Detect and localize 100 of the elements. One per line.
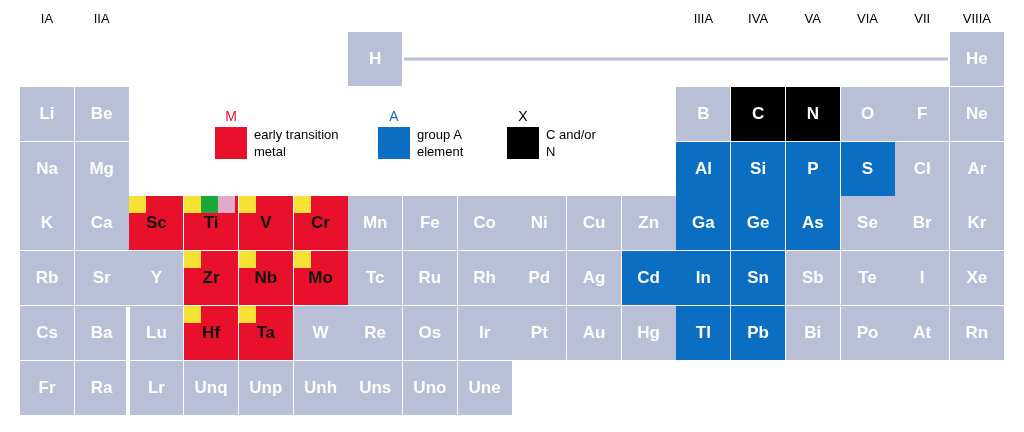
element-symbol: Nb: [254, 268, 278, 289]
element-cell: [20, 251, 74, 306]
element-cell: [949, 86, 1004, 141]
element-cell: [567, 251, 621, 306]
element-symbol: Po: [856, 323, 879, 343]
element-cell: [184, 306, 239, 360]
element-cell: [895, 306, 950, 360]
element-symbol: Rb: [35, 268, 59, 289]
element-cell: [238, 360, 293, 415]
legend-text: early transition metal: [254, 126, 340, 160]
group-header: IIIA: [692, 11, 715, 26]
element-cell: [731, 251, 786, 306]
legend-letter: M: [224, 108, 238, 124]
element-symbol: B: [697, 103, 710, 124]
element-symbol: Unp: [249, 377, 283, 398]
element-symbol: Unh: [303, 377, 337, 398]
group-header: VIIIA: [961, 11, 992, 26]
element-symbol: Fe: [419, 213, 440, 234]
group-header: IVA: [747, 11, 770, 26]
element-symbol: Hg: [637, 323, 660, 343]
element-cell: [293, 360, 348, 415]
element-symbol: Al: [694, 158, 712, 179]
element-symbol: Ba: [90, 323, 113, 343]
element-cell: [20, 141, 74, 196]
group-header: VII: [913, 11, 932, 26]
element-cell: [567, 306, 621, 360]
element-cell: [129, 196, 184, 251]
element-symbol: Ag: [582, 268, 606, 289]
element-cell: [129, 251, 184, 306]
element-symbol: Br: [912, 213, 932, 234]
element-cell: [293, 306, 348, 360]
element-symbol: Re: [364, 323, 387, 343]
group-header: IIA: [92, 11, 111, 26]
element-cell: [348, 306, 403, 360]
element-cell: [895, 86, 950, 141]
element-symbol: Uno: [413, 377, 447, 398]
element-cell: [840, 306, 895, 360]
element-cell: [785, 86, 840, 141]
element-symbol: Sr: [92, 268, 111, 289]
element-symbol: O: [860, 103, 875, 124]
element-symbol: Ga: [692, 213, 715, 234]
element-cell: [512, 196, 567, 251]
element-cell: [512, 306, 567, 360]
element-cell: [731, 141, 786, 196]
legend-text: C and/or N: [546, 126, 597, 160]
element-symbol: C: [751, 103, 765, 124]
element-symbol: Ti: [203, 213, 219, 234]
element-symbol: Tl: [695, 323, 711, 343]
element-symbol: Cr: [311, 213, 330, 234]
element-symbol: He: [966, 49, 988, 69]
element-cell: [184, 196, 239, 251]
element-cell: [949, 251, 1004, 306]
element-cell: [184, 360, 239, 415]
element-symbol: Au: [582, 323, 606, 343]
element-cell: [348, 32, 403, 86]
element-symbol: P: [807, 158, 819, 179]
element-symbol: Lu: [146, 323, 167, 343]
element-symbol: K: [40, 213, 54, 234]
element-cell: [840, 86, 895, 141]
element-symbol: As: [801, 213, 824, 234]
element-cell: [457, 360, 512, 415]
element-symbol: Cu: [582, 213, 606, 234]
element-symbol: Ta: [256, 323, 276, 343]
element-cell: [567, 196, 621, 251]
element-symbol: Sn: [747, 268, 769, 289]
element-symbol: F: [917, 103, 928, 124]
element-symbol: Ge: [746, 213, 770, 234]
element-cell: [621, 306, 676, 360]
element-symbol: Na: [36, 158, 58, 179]
element-cell: [731, 86, 786, 141]
element-cell: [74, 360, 129, 415]
element-symbol: Cl: [913, 158, 931, 179]
element-symbol: Zn: [638, 213, 660, 234]
element-cell: [402, 196, 457, 251]
element-cell: [74, 141, 129, 196]
element-cell: [840, 141, 895, 196]
element-cell: [457, 306, 512, 360]
element-symbol: Ni: [530, 213, 548, 234]
element-cell: [621, 251, 676, 306]
element-cell: [402, 360, 457, 415]
element-cell: [74, 306, 129, 360]
group-header: VIA: [856, 11, 879, 26]
element-symbol: Te: [858, 268, 877, 289]
element-symbol: Ar: [967, 158, 987, 179]
element-symbol: Xe: [966, 268, 988, 289]
element-symbol: Li: [39, 103, 55, 124]
element-symbol: Kr: [967, 213, 987, 234]
element-cell: [348, 360, 403, 415]
element-symbol: Unq: [194, 377, 228, 398]
element-cell: [676, 306, 731, 360]
element-symbol: Si: [750, 158, 767, 179]
element-symbol: S: [861, 158, 874, 179]
element-symbol: H: [369, 49, 382, 69]
element-cell: [402, 306, 457, 360]
element-symbol: At: [913, 323, 932, 343]
element-cell: [293, 251, 348, 306]
element-cell: [621, 196, 676, 251]
element-symbol: Sb: [801, 268, 824, 289]
element-symbol: Mo: [308, 268, 333, 289]
element-cell: [785, 141, 840, 196]
